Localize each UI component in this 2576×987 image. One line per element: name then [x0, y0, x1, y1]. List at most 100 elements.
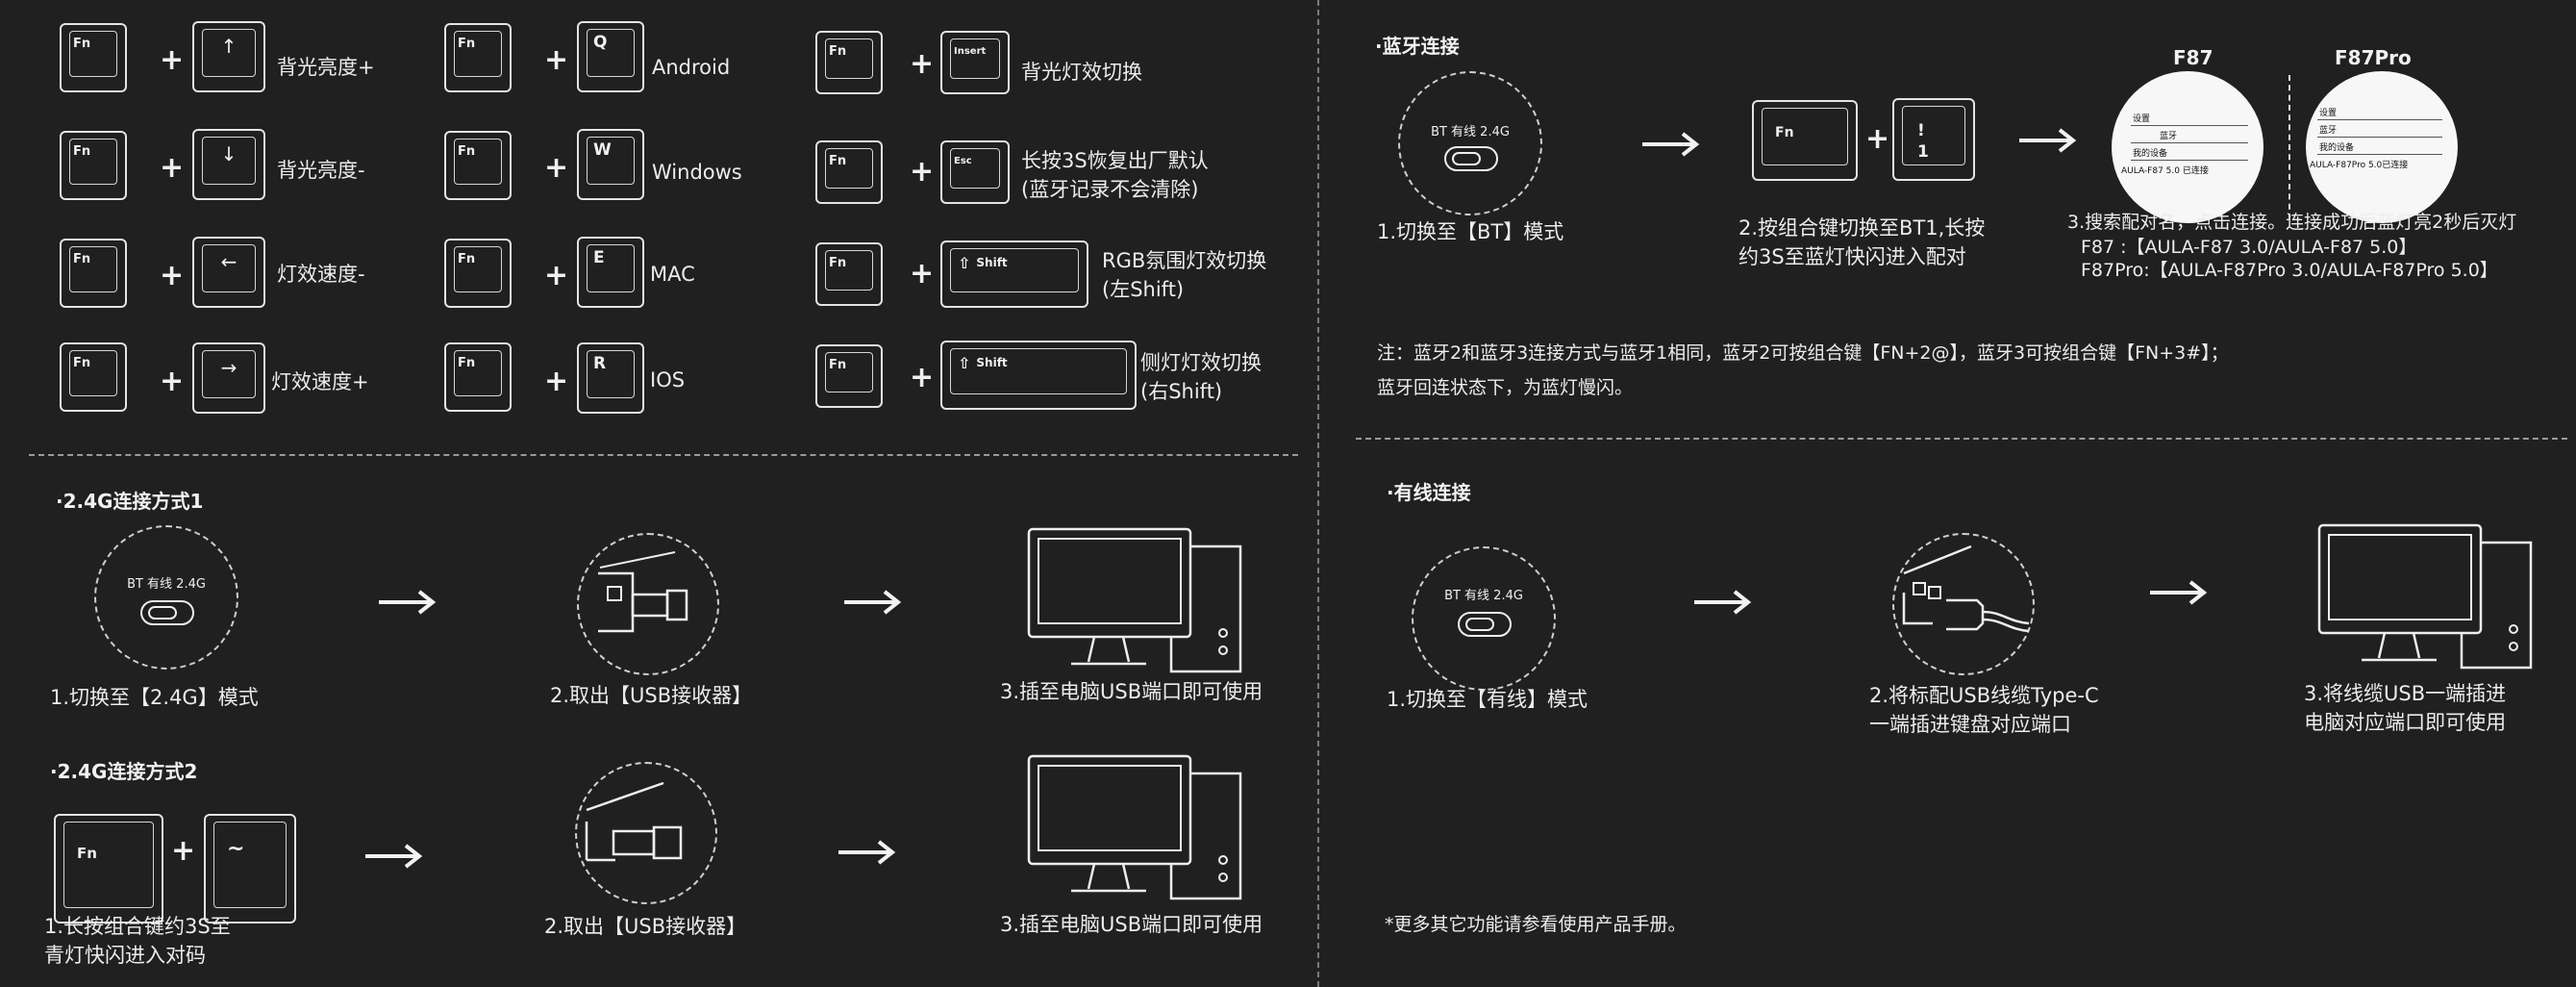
label-speed-down: 灯效速度- — [277, 263, 365, 286]
switch-label: BT 有线 2.4G — [1444, 589, 1523, 603]
mode-switch-circle: BT 有线 2.4G — [94, 525, 238, 670]
phone-row: 我的设备 — [2133, 149, 2168, 159]
key-legend: Fn — [829, 44, 847, 59]
mode-switch-icon — [1444, 146, 1498, 171]
label-backlight-switch: 背光灯效切换 — [1021, 61, 1142, 84]
wireless2-step1: 1.长按组合键约3S至 青灯快闪进入对码 — [44, 915, 231, 967]
key-legend: Fn — [458, 37, 476, 51]
key-legend: E — [593, 248, 605, 267]
plus-sign: + — [171, 834, 196, 868]
footer-note: *更多其它功能请参看使用产品手册。 — [1385, 914, 1687, 935]
insert-key: Insert — [940, 31, 1010, 94]
computer-icon — [2317, 523, 2533, 670]
bluetooth-step2: 2.按组合键切换至BT1,长按 约3S至蓝灯快闪进入配对 — [1738, 216, 1986, 268]
key-legend: ~ — [227, 837, 245, 861]
phone-row: 蓝牙 — [2160, 132, 2178, 141]
label-android: Android — [652, 56, 731, 79]
divider-right-horizontal — [1356, 438, 2567, 440]
label-ios: IOS — [650, 368, 686, 392]
mode-switch-icon — [140, 600, 194, 625]
label-windows: Windows — [652, 161, 742, 184]
plus-sign: + — [544, 259, 569, 292]
fn-key: Fn — [60, 342, 127, 412]
key-legend: 1 — [1917, 142, 1929, 162]
label-speed-up: 灯效速度+ — [271, 370, 369, 393]
usb-cable-icon — [1902, 544, 2030, 633]
key-legend: Fn — [458, 356, 476, 370]
r-key: R — [577, 342, 644, 414]
arrow-right-icon — [2019, 128, 2077, 153]
fn-key: Fn — [444, 23, 512, 92]
arrow-right-icon — [838, 840, 896, 865]
label-backlight-down: 背光亮度- — [277, 159, 365, 182]
mode-switch-circle: BT 有线 2.4G — [1412, 546, 1556, 691]
fn-key: Fn — [60, 131, 127, 200]
key-legend: W — [593, 140, 612, 160]
one-key: ! 1 — [1892, 98, 1975, 181]
up-arrow-key: ↑ — [192, 21, 265, 92]
computer-icon — [1027, 754, 1242, 900]
divider-left-horizontal — [29, 454, 1298, 456]
computer-icon — [1027, 527, 1242, 673]
shift-arrow-icon: ⇧ — [958, 254, 971, 272]
fn-key: Fn — [815, 242, 883, 306]
key-legend: Esc — [954, 156, 972, 166]
arrow-right-icon — [379, 590, 437, 615]
mode-switch-icon — [1458, 612, 1512, 637]
key-legend: Insert — [954, 46, 987, 57]
plus-sign: + — [160, 43, 185, 77]
plus-sign: + — [910, 47, 935, 81]
phone-screen-f87pro: 设置 蓝牙 我的设备 AULA-F87Pro 5.0已连接 — [2306, 71, 2458, 223]
key-legend: Fn — [77, 845, 97, 862]
key-legend: R — [593, 354, 607, 373]
bluetooth-step3-title: 3.搜索配对名，点击连接。连接成功后蓝灯亮2秒后灭灯 — [2067, 212, 2517, 233]
phone-row: 我的设备 — [2319, 143, 2355, 153]
label-rgb-switch: RGB氛围灯效切换 (左Shift) — [1102, 249, 1267, 301]
arrow-right-icon — [365, 844, 423, 869]
fn-key: Fn — [815, 344, 883, 408]
down-arrow-key: ↓ — [192, 129, 265, 200]
key-legend: Fn — [73, 356, 91, 370]
plus-sign: + — [160, 151, 185, 185]
bluetooth-step1: 1.切换至【BT】模式 — [1377, 220, 1564, 243]
phone-row: AULA-F87 5.0 已连接 — [2121, 166, 2209, 176]
plus-sign: + — [544, 365, 569, 398]
arrow-right-icon — [2150, 580, 2208, 605]
arrow-right-icon — [1694, 590, 1752, 615]
wired-step1: 1.切换至【有线】模式 — [1387, 688, 1588, 711]
switch-label: BT 有线 2.4G — [1431, 125, 1510, 139]
esc-key: Esc — [940, 140, 1010, 204]
phone-row: 蓝牙 — [2319, 126, 2338, 136]
key-legend: Fn — [1775, 125, 1794, 140]
w-key: W — [577, 129, 644, 200]
plus-sign: + — [160, 259, 185, 292]
fn-key: Fn — [815, 140, 883, 204]
wired-step2: 2.将标配USB线缆Type-C 一端插进键盘对应端口 — [1869, 684, 2099, 736]
phone-row: 设置 — [2319, 109, 2338, 118]
phone-screen-f87: 设置 蓝牙 我的设备 AULA-F87 5.0 已连接 — [2112, 71, 2263, 223]
plus-sign: + — [160, 365, 185, 398]
key-legend: Fn — [829, 358, 847, 372]
model-label-f87: F87 — [2173, 46, 2213, 69]
phone-row: 设置 — [2133, 114, 2151, 124]
wireless2-step2: 2.取出【USB接收器】 — [544, 915, 747, 938]
plus-sign: + — [910, 361, 935, 394]
q-key: Q — [577, 21, 644, 92]
label-factory-reset: 长按3S恢复出厂默认 (蓝牙记录不会清除) — [1021, 149, 1209, 201]
bluetooth-note-line2: 蓝牙回连状态下，为蓝灯慢闪。 — [1377, 377, 1634, 398]
wireless1-step3: 3.插至电脑USB端口即可使用 — [1000, 680, 1263, 703]
key-legend: ! — [1917, 121, 1925, 140]
key-legend: Fn — [829, 154, 847, 168]
bluetooth-step3-f87: F87 :【AULA-F87 3.0/AULA-F87 5.0】 — [2081, 237, 2417, 258]
arrow-right-icon — [844, 590, 902, 615]
usb-receiver-circle — [575, 762, 717, 904]
wireless2-step3: 3.插至电脑USB端口即可使用 — [1000, 913, 1263, 936]
fn-key: Fn — [444, 131, 512, 200]
arrow-right-icon — [1642, 132, 1700, 157]
key-legend: Fn — [458, 144, 476, 159]
arrow-left-icon: ← — [220, 250, 238, 273]
phone-row: AULA-F87Pro 5.0已连接 — [2310, 161, 2409, 170]
plus-sign: + — [544, 151, 569, 185]
arrow-right-icon: → — [220, 356, 238, 379]
shift-legend: ⇧Shift — [958, 354, 1008, 372]
